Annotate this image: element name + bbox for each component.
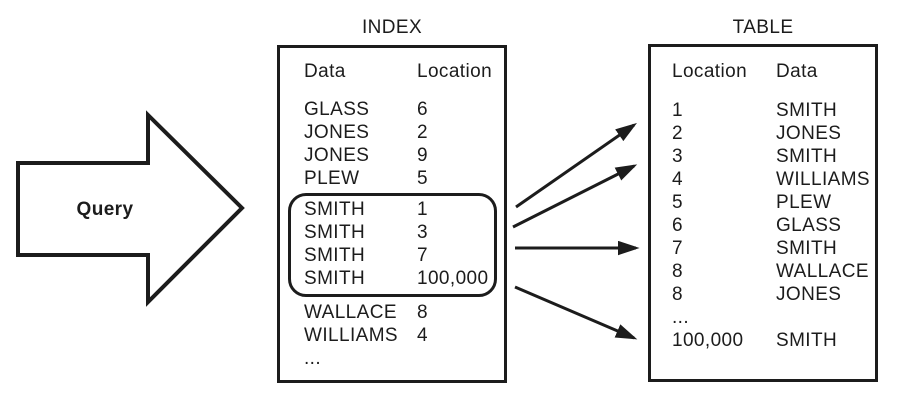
- cell: JONES: [776, 284, 842, 305]
- table-row: ...: [672, 306, 743, 329]
- pointer-arrow-location-100000: [514, 285, 638, 340]
- cell: 6: [417, 99, 428, 120]
- header-row: Location Data: [672, 60, 817, 83]
- cell: ...: [672, 307, 690, 328]
- table-row: 8 WALLACE: [672, 260, 869, 283]
- cell: 5: [417, 168, 428, 189]
- cell: SMITH: [304, 199, 366, 220]
- cell: SMITH: [304, 268, 366, 289]
- table-row: JONES 2: [304, 121, 428, 144]
- table-row: 5 PLEW: [672, 191, 831, 214]
- table-row: 4 WILLIAMS: [672, 168, 870, 191]
- pointer-arrow-location-3: [512, 164, 638, 229]
- table-row: SMITH 7: [304, 244, 428, 267]
- table-row: SMITH 3: [304, 221, 428, 244]
- table-column-headers: Location Data: [672, 60, 817, 83]
- cell: GLASS: [776, 215, 842, 236]
- cell: SMITH: [776, 100, 838, 121]
- cell: SMITH: [776, 238, 838, 259]
- index-header-data: Data: [304, 61, 346, 82]
- cell: 9: [417, 145, 428, 166]
- table-title: TABLE: [732, 17, 794, 38]
- table-row: 8 JONES: [672, 283, 841, 306]
- table-row: 3 SMITH: [672, 145, 837, 168]
- cell: SMITH: [776, 330, 838, 351]
- cell: WILLIAMS: [304, 325, 398, 346]
- pointer-arrow-location-1: [515, 122, 637, 209]
- cell: JONES: [304, 145, 370, 166]
- cell: 2: [417, 122, 428, 143]
- cell: SMITH: [304, 245, 366, 266]
- index-title: INDEX: [361, 17, 423, 38]
- cell: WILLIAMS: [776, 169, 870, 190]
- table-row: 2 JONES: [672, 122, 841, 145]
- cell: 7: [417, 245, 428, 266]
- cell: 100,000: [417, 268, 489, 289]
- cell: JONES: [776, 123, 842, 144]
- cell: JONES: [304, 122, 370, 143]
- table-row: 1 SMITH: [672, 99, 837, 122]
- table-header-location: Location: [672, 61, 748, 82]
- table-row: 6 GLASS: [672, 214, 841, 237]
- cell: GLASS: [304, 99, 370, 120]
- cell: 4: [417, 325, 428, 346]
- cell: WALLACE: [304, 302, 397, 323]
- cell: SMITH: [304, 222, 366, 243]
- cell: 4: [672, 169, 683, 190]
- query-block-arrow: [16, 110, 245, 307]
- cell: 3: [672, 146, 683, 167]
- cell: 8: [417, 302, 428, 323]
- header-row: Data Location: [304, 60, 492, 83]
- cell: 8: [672, 284, 683, 305]
- cell: SMITH: [776, 146, 838, 167]
- table-row: 7 SMITH: [672, 237, 837, 260]
- cell: WALLACE: [776, 261, 869, 282]
- cell: 8: [672, 261, 683, 282]
- cell: 2: [672, 123, 683, 144]
- table-row: 100,000 SMITH: [672, 329, 837, 352]
- cell: 100,000: [672, 330, 744, 351]
- cell: PLEW: [776, 192, 832, 213]
- table-row: PLEW 5: [304, 167, 428, 190]
- cell: 7: [672, 238, 683, 259]
- cell: 5: [672, 192, 683, 213]
- table-header-data: Data: [776, 61, 818, 82]
- cell: ...: [304, 348, 322, 369]
- table-row: GLASS 6: [304, 98, 428, 121]
- cell: 1: [417, 199, 428, 220]
- table-row: JONES 9: [304, 144, 428, 167]
- index-header-location: Location: [417, 61, 493, 82]
- table-row: SMITH 100,000: [304, 267, 488, 290]
- cell: 6: [672, 215, 683, 236]
- table-row: WALLACE 8: [304, 301, 428, 324]
- table-row: WILLIAMS 4: [304, 324, 428, 347]
- cell: 3: [417, 222, 428, 243]
- table-row: SMITH 1: [304, 198, 428, 221]
- index-column-headers: Data Location: [304, 60, 492, 83]
- cell: 1: [672, 100, 683, 121]
- table-row: ...: [304, 347, 398, 370]
- cell: PLEW: [304, 168, 360, 189]
- query-label: Query: [76, 199, 134, 220]
